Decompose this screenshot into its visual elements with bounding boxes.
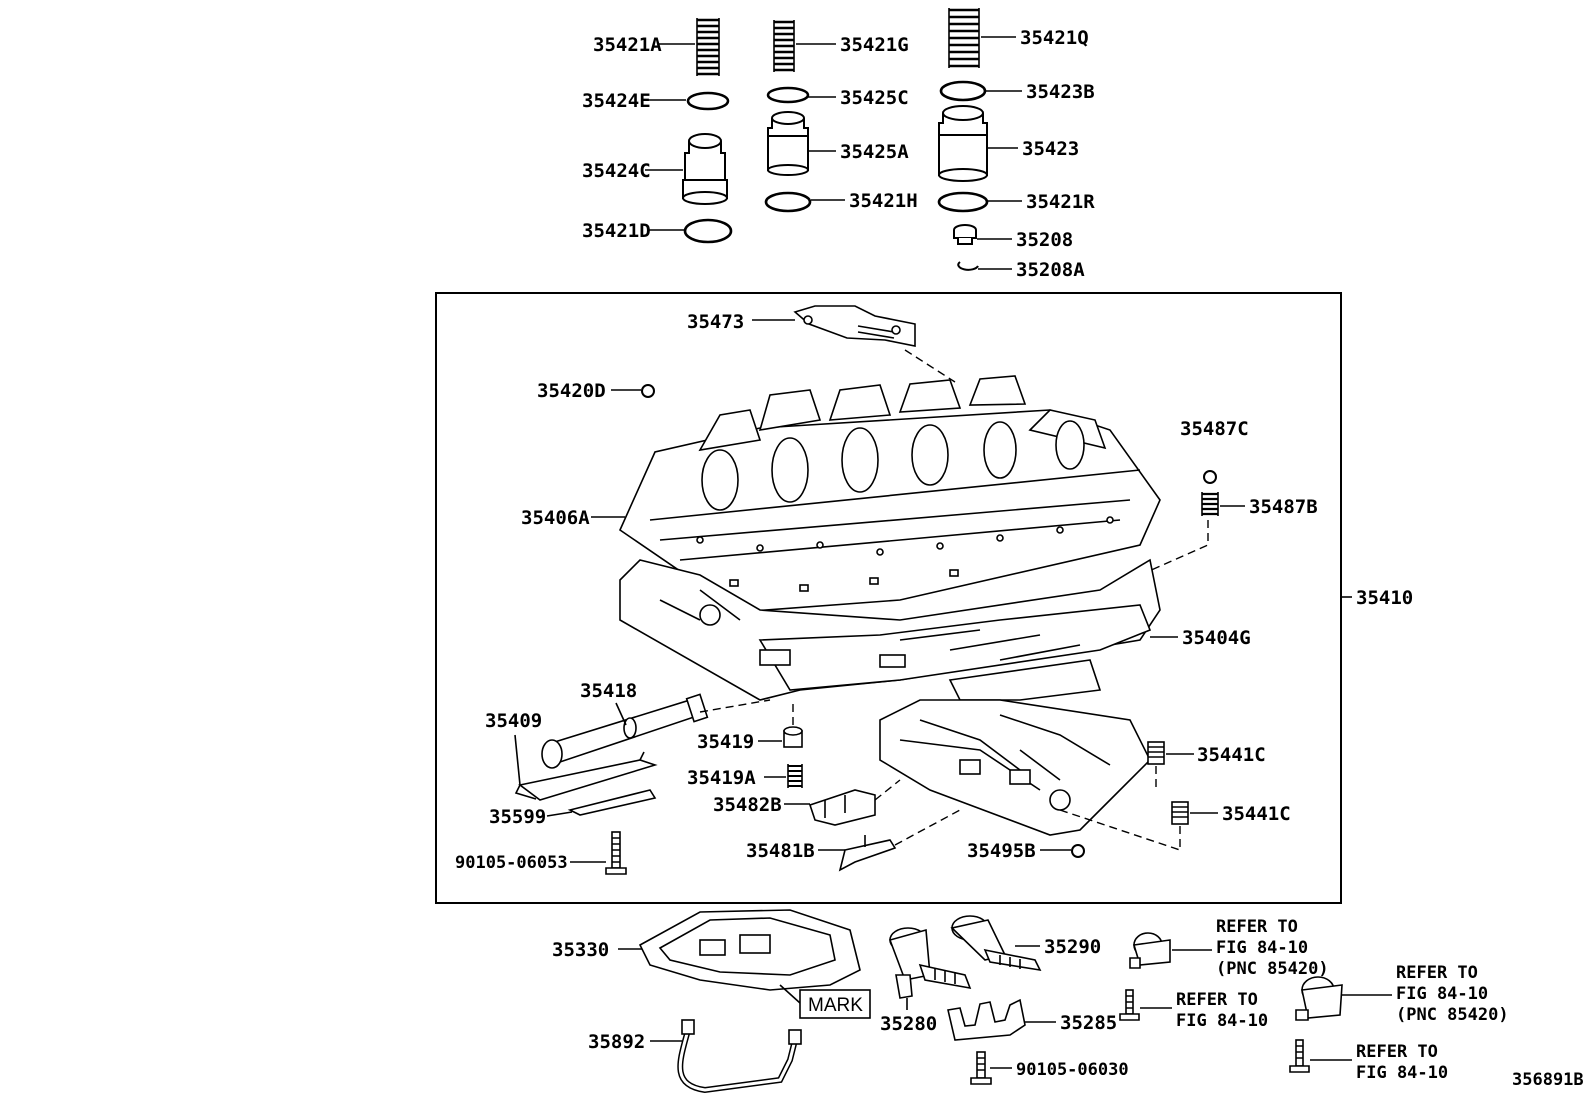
label-35423: 35423 (1022, 138, 1079, 160)
lower-body-assembly[interactable] (879, 699, 1151, 836)
label-90105-06053: 90105-06053 (455, 853, 568, 873)
label-35481b: 35481B (746, 840, 815, 862)
bracket-35285[interactable] (947, 998, 1026, 1041)
refer-1-line2: FIG 84-10 (1216, 938, 1308, 958)
label-35424e: 35424E (582, 90, 651, 112)
retainer-35482b[interactable] (808, 789, 876, 826)
clip-35208a[interactable] (957, 261, 979, 271)
label-35482b: 35482B (713, 794, 782, 816)
label-35892: 35892 (588, 1031, 645, 1053)
label-35208: 35208 (1016, 229, 1073, 251)
spring-35421a[interactable] (696, 18, 720, 76)
oil-strainer-35330[interactable] (638, 909, 861, 991)
label-35419a: 35419A (687, 767, 756, 789)
label-35487b: 35487B (1249, 496, 1318, 518)
label-35421d: 35421D (582, 220, 651, 242)
refer-2-line1: REFER TO (1176, 990, 1258, 1010)
filter-35441c-upper[interactable] (1147, 741, 1165, 765)
label-35495b: 35495B (967, 840, 1036, 862)
solenoid-35290[interactable] (950, 915, 1042, 972)
label-35290: 35290 (1044, 936, 1101, 958)
label-35420d: 35420D (537, 380, 606, 402)
label-35487c: 35487C (1180, 418, 1249, 440)
refer-3-line2: FIG 84-10 (1396, 984, 1488, 1004)
refer-1-line1: REFER TO (1216, 917, 1298, 937)
label-35425a: 35425A (840, 141, 909, 163)
spring-35487b[interactable] (1201, 492, 1219, 516)
label-35330: 35330 (552, 939, 609, 961)
spring-35419a[interactable] (787, 764, 803, 788)
o-ring-35421d[interactable] (683, 218, 733, 244)
label-35423b: 35423B (1026, 81, 1095, 103)
label-35285: 35285 (1060, 1012, 1117, 1034)
sleeve-35425a[interactable] (767, 111, 809, 176)
lower-valve-body-35404g[interactable] (619, 558, 1161, 701)
label-35441c-lower: 35441C (1222, 803, 1291, 825)
o-ring-35421r[interactable] (937, 191, 989, 213)
label-35421a: 35421A (593, 34, 662, 56)
valve-35418[interactable] (541, 693, 709, 769)
o-ring-35424e[interactable] (686, 91, 730, 111)
diagram-id: 356891B (1512, 1070, 1584, 1090)
label-35419: 35419 (697, 731, 754, 753)
bolt-refer-4[interactable] (1289, 1039, 1310, 1073)
label-90105-06030: 90105-06030 (1016, 1060, 1129, 1080)
plate-35599[interactable] (567, 789, 657, 816)
ball-35495b[interactable] (1071, 844, 1085, 858)
solenoid-refer-3[interactable] (1295, 976, 1343, 1021)
spring-35421q[interactable] (948, 8, 980, 68)
separator-plate (948, 659, 1102, 701)
refer-3-line1: REFER TO (1396, 963, 1478, 983)
tube-35892[interactable] (677, 1019, 802, 1094)
label-35208a: 35208A (1016, 259, 1085, 281)
retainer-35481b[interactable] (838, 835, 897, 872)
label-35441c-upper: 35441C (1197, 744, 1266, 766)
solenoid-35280[interactable] (888, 927, 972, 999)
label-35418: 35418 (580, 680, 637, 702)
refer-1-line3: (PNC 85420) (1216, 959, 1329, 979)
o-ring-35425c[interactable] (766, 86, 810, 104)
label-35421h: 35421H (849, 190, 918, 212)
label-35425c: 35425C (840, 87, 909, 109)
mark-label: MARK (808, 995, 863, 1016)
spring-35421g[interactable] (773, 20, 795, 72)
label-35424c: 35424C (582, 160, 651, 182)
plate-35409[interactable] (514, 751, 658, 801)
refer-4-line1: REFER TO (1356, 1042, 1438, 1062)
sleeve-35424c[interactable] (682, 133, 728, 205)
solenoid-refer-1[interactable] (1129, 932, 1171, 969)
label-35406a: 35406A (521, 507, 590, 529)
bolt-90105-06053[interactable] (605, 831, 627, 875)
label-35280: 35280 (880, 1013, 937, 1035)
label-35410: 35410 (1356, 587, 1413, 609)
upper-valve-body[interactable] (618, 375, 1161, 613)
ball-35487c[interactable] (1203, 470, 1217, 484)
assembly-frame-35410 (435, 292, 1342, 904)
plug-35419[interactable] (783, 726, 803, 748)
filter-35441c-lower[interactable] (1171, 801, 1189, 825)
label-35473: 35473 (687, 311, 744, 333)
refer-4-line2: FIG 84-10 (1356, 1063, 1448, 1083)
label-35404g: 35404G (1182, 627, 1251, 649)
ball-35420d[interactable] (641, 384, 655, 398)
label-35421r: 35421R (1026, 191, 1095, 213)
bolt-90105-06030[interactable] (970, 1051, 992, 1085)
o-ring-35423b[interactable] (939, 80, 987, 102)
label-35421g: 35421G (840, 34, 909, 56)
label-35599: 35599 (489, 806, 546, 828)
plate-35473[interactable] (793, 305, 916, 347)
label-35409: 35409 (485, 710, 542, 732)
o-ring-35421h[interactable] (764, 191, 812, 213)
refer-2-line2: FIG 84-10 (1176, 1011, 1268, 1031)
refer-3-line3: (PNC 85420) (1396, 1005, 1509, 1025)
sleeve-35423[interactable] (938, 105, 988, 182)
bolt-refer-2[interactable] (1119, 989, 1140, 1021)
mark-callout: MARK (779, 984, 871, 1019)
label-35421q: 35421Q (1020, 27, 1089, 49)
plug-35208[interactable] (953, 224, 977, 245)
